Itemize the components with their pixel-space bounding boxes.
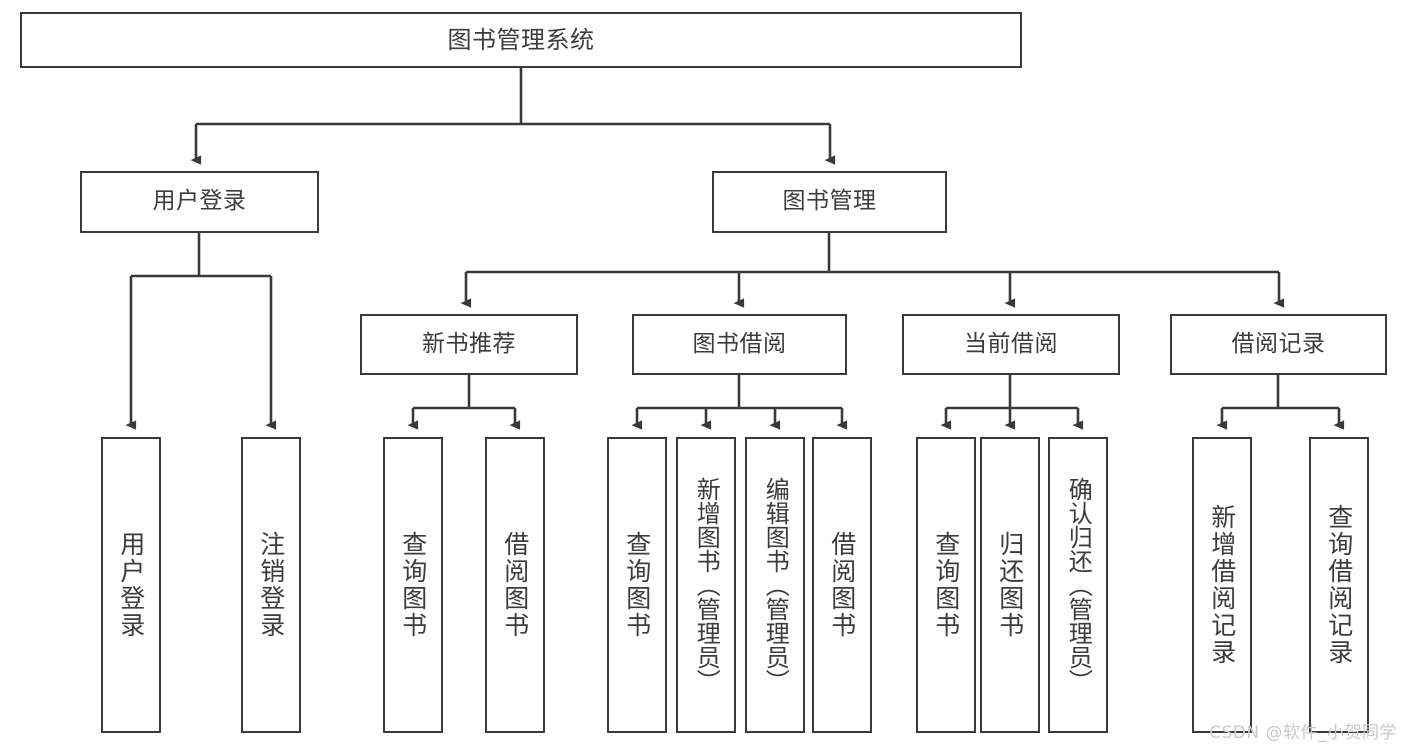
- node-new-book-recommend[interactable]: 新书推荐: [360, 314, 578, 375]
- leaf-book-borrow-add[interactable]: 新增图书（管理员）: [676, 437, 736, 733]
- node-current-borrow[interactable]: 当前借阅: [902, 314, 1120, 375]
- node-borrow-records[interactable]: 借阅记录: [1170, 314, 1387, 375]
- node-label: 当前借阅: [964, 330, 1058, 357]
- node-book-management[interactable]: 图书管理: [712, 171, 947, 233]
- node-label: 查询图书: [398, 531, 428, 639]
- leaf-borrow-records-add[interactable]: 新增借阅记录: [1192, 437, 1252, 733]
- node-label: 新书推荐: [422, 330, 516, 357]
- node-book-borrow[interactable]: 图书借阅: [632, 314, 847, 375]
- node-label: 归还图书: [995, 531, 1025, 639]
- node-label: 查询图书: [622, 531, 652, 639]
- csdn-watermark: CSDN @软件_小贺同学: [1209, 723, 1397, 743]
- leaf-book-borrow-edit[interactable]: 编辑图书（管理员）: [745, 437, 805, 733]
- node-label: 图书管理系统: [447, 25, 595, 54]
- node-label: 用户登录: [152, 188, 247, 215]
- leaf-borrow-records-query[interactable]: 查询借阅记录: [1309, 437, 1369, 733]
- node-label: 借阅图书: [827, 531, 857, 639]
- leaf-current-borrow-query[interactable]: 查询图书: [916, 437, 976, 733]
- node-root-system[interactable]: 图书管理系统: [20, 12, 1022, 68]
- node-label: 注销登录: [256, 531, 286, 639]
- node-label: 图书管理: [782, 188, 877, 215]
- node-label: 借阅记录: [1231, 330, 1326, 357]
- leaf-new-book-borrow[interactable]: 借阅图书: [485, 437, 545, 733]
- leaf-book-borrow-query[interactable]: 查询图书: [607, 437, 667, 733]
- node-label: 查询图书: [931, 531, 961, 639]
- leaf-user-login-logout[interactable]: 注销登录: [241, 437, 301, 733]
- leaf-book-borrow-borrow[interactable]: 借阅图书: [812, 437, 872, 733]
- node-label: 借阅图书: [500, 531, 530, 639]
- node-user-login[interactable]: 用户登录: [80, 171, 319, 233]
- node-label: 新增借阅记录: [1207, 504, 1237, 666]
- node-label: 确认归还（管理员）: [1064, 477, 1093, 693]
- node-label: 图书借阅: [692, 330, 787, 357]
- leaf-current-borrow-confirm-return[interactable]: 确认归还（管理员）: [1048, 437, 1108, 733]
- node-label: 用户登录: [116, 531, 146, 639]
- leaf-user-login-login[interactable]: 用户登录: [101, 437, 161, 733]
- leaf-current-borrow-return[interactable]: 归还图书: [980, 437, 1040, 733]
- node-label: 编辑图书（管理员）: [761, 477, 790, 693]
- node-label: 新增图书（管理员）: [692, 477, 721, 693]
- node-label: 查询借阅记录: [1324, 504, 1354, 666]
- leaf-new-book-query[interactable]: 查询图书: [383, 437, 443, 733]
